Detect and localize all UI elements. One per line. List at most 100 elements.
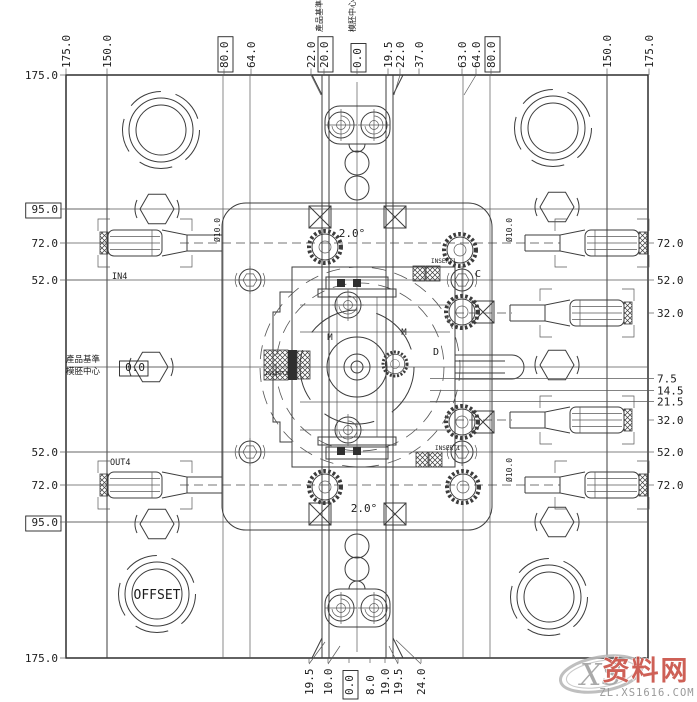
- svg-text:175.0: 175.0: [60, 35, 73, 68]
- dim-left-95.0: 95.0: [25, 202, 62, 219]
- svg-text:95.0: 95.0: [32, 203, 59, 216]
- top-datum-center-label: 模胚中心: [347, 0, 357, 32]
- dim-right-72.0: 72.0: [657, 479, 684, 492]
- dim-top-37.0: 37.0: [413, 42, 426, 69]
- cross-bolt: [234, 437, 266, 467]
- hex-bolt: [534, 191, 580, 223]
- svg-text:OFFSET: OFFSET: [134, 588, 181, 603]
- letter-m2: M: [401, 328, 407, 338]
- svg-text:64.0: 64.0: [245, 42, 258, 69]
- dim-right-52.0: 52.0: [657, 274, 684, 287]
- svg-text:72.0: 72.0: [32, 237, 59, 250]
- dim-top-80.0: 80.0: [484, 36, 501, 73]
- dim-bottom-8.0: 8.0: [364, 675, 377, 695]
- dim-bottom-10.0: 10.0: [322, 669, 335, 696]
- watermark-xs-text: XS: [578, 658, 622, 693]
- svg-text:模胚中心: 模胚中心: [347, 0, 357, 32]
- svg-text:32.0: 32.0: [657, 414, 684, 427]
- svg-text:OUT4: OUT4: [110, 458, 130, 468]
- svg-text:產品基準: 產品基準: [66, 354, 101, 365]
- svg-text:2.0°: 2.0°: [339, 227, 366, 240]
- svg-text:0.0: 0.0: [125, 361, 145, 374]
- dim-right-7.5: 7.5: [657, 373, 677, 386]
- water-fitting-right: [509, 395, 635, 445]
- dim-left-95.0: 95.0: [25, 515, 62, 532]
- svg-text:32.0: 32.0: [657, 307, 684, 320]
- dim-top-22.0: 22.0: [394, 42, 407, 69]
- svg-text:M: M: [327, 333, 333, 343]
- dim-bottom-24.0: 24.0: [415, 669, 428, 696]
- svg-text:10.0: 10.0: [322, 669, 335, 696]
- hex-bolt: [534, 349, 580, 381]
- guide-bushing-top-right: [514, 89, 592, 167]
- dim-bottom-19.5: 19.5: [392, 669, 405, 696]
- water-fitting-out4: [97, 460, 223, 510]
- dim-left-52.0: 52.0: [32, 446, 59, 459]
- svg-text:37.0: 37.0: [413, 42, 426, 69]
- insert3-block: [263, 349, 311, 381]
- water-fitting-right: [524, 460, 650, 510]
- watermark-site-name: 资料网: [603, 656, 690, 687]
- svg-text:175.0: 175.0: [643, 35, 656, 68]
- water-out-label: OUT4: [110, 458, 130, 468]
- svg-text:175.0: 175.0: [25, 652, 58, 665]
- svg-text:Ø10.0: Ø10.0: [504, 218, 514, 242]
- insert1-bottom-block: [415, 451, 443, 468]
- svg-text:14.5: 14.5: [657, 385, 684, 398]
- dim-top-80.0: 80.0: [217, 36, 234, 73]
- svg-text:21.5: 21.5: [657, 396, 684, 409]
- guide-bushing-top-left: [122, 91, 200, 169]
- dim-top-150.0: 150.0: [101, 35, 114, 68]
- water-fitting-in4: [97, 218, 223, 268]
- svg-text:80.0: 80.0: [218, 42, 231, 69]
- dim-right-32.0: 32.0: [657, 307, 684, 320]
- plate-structure: [65, 74, 649, 659]
- dim-left-175.0: 175.0: [25, 652, 58, 665]
- insert3-label: INSERT3: [265, 371, 288, 377]
- water-fitting-right: [509, 288, 635, 338]
- dim-top-64.0: 64.0: [470, 42, 483, 69]
- svg-text:52.0: 52.0: [32, 274, 59, 287]
- insert1-top-block: [412, 265, 441, 282]
- gear-circle: [307, 469, 343, 505]
- dim-right-72.0: 72.0: [657, 237, 684, 250]
- dia-label-left: Ø10.0: [212, 218, 222, 242]
- svg-text:19.5: 19.5: [392, 669, 405, 696]
- dim-top-150.0: 150.0: [601, 35, 614, 68]
- dim-top-20.0: 20.0: [317, 36, 334, 73]
- dim-left-175.0: 175.0: [25, 69, 58, 82]
- dim-bottom-19.5: 19.5: [303, 669, 316, 696]
- svg-text:80.0: 80.0: [485, 42, 498, 69]
- svg-text:22.0: 22.0: [305, 42, 318, 69]
- runner-system: [307, 105, 495, 628]
- svg-text:150.0: 150.0: [601, 35, 614, 68]
- dim-right-32.0: 32.0: [657, 414, 684, 427]
- insert1-bottom-label: INSERT1: [435, 445, 461, 452]
- dim-bottom-0.0: 0.0: [342, 670, 359, 700]
- svg-text:7.5: 7.5: [657, 373, 677, 386]
- cross-bolt: [446, 437, 478, 467]
- left-datum-center-label: 模胚中心: [66, 366, 101, 377]
- svg-text:52.0: 52.0: [657, 274, 684, 287]
- dimension-leaders: [308, 74, 477, 665]
- svg-text:72.0: 72.0: [32, 479, 59, 492]
- dim-top-63.0: 63.0: [456, 42, 469, 69]
- cross-bolt: [234, 265, 266, 295]
- svg-text:0.0: 0.0: [343, 675, 356, 695]
- svg-text:IN4: IN4: [112, 272, 127, 282]
- svg-text:產品基準: 產品基準: [314, 0, 324, 32]
- svg-text:INSERT3: INSERT3: [265, 371, 288, 377]
- hex-bolts: [128, 191, 580, 540]
- dim-left-72.0: 72.0: [32, 479, 59, 492]
- hex-bolt: [134, 508, 180, 540]
- svg-text:22.0: 22.0: [394, 42, 407, 69]
- svg-text:19.5: 19.5: [303, 669, 316, 696]
- watermark: XS 资料网 ZL.XS1616.COM: [559, 654, 694, 699]
- letter-m1: M: [327, 333, 333, 343]
- dim-top-0.0: 0.0: [350, 43, 367, 73]
- water-fittings: [97, 218, 650, 510]
- angle-label-bottom: 2.0°: [351, 502, 378, 515]
- offset-label: OFFSET: [134, 588, 181, 603]
- insert1-top-label: INSERT1: [431, 258, 457, 265]
